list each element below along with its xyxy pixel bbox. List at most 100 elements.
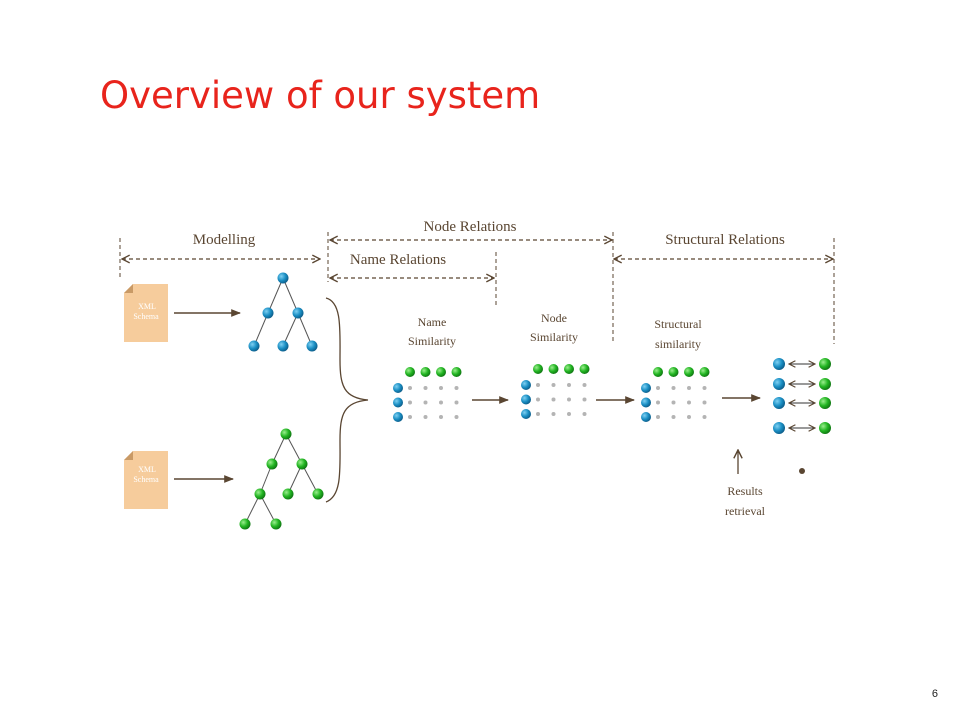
matrix-cell	[687, 386, 691, 390]
matched-pairs	[773, 358, 831, 434]
match-source-node	[773, 397, 785, 409]
matrix-cell	[439, 415, 443, 419]
matrix-column-node	[548, 364, 559, 374]
tree-2-node	[254, 488, 266, 500]
tree-1-node	[292, 307, 304, 319]
matrix-row-node	[521, 380, 531, 390]
tree-1-node	[277, 340, 289, 352]
match-target-node	[819, 397, 831, 409]
matrix-row-node	[393, 383, 403, 393]
tree-1-node	[277, 272, 289, 284]
merge-brace	[325, 297, 369, 503]
matrix-cell	[582, 412, 587, 416]
matrix-column-node	[579, 364, 590, 374]
structural-similarity-matrix	[641, 367, 710, 422]
matrix-cell	[702, 415, 707, 419]
xml-schema-document-2: XML Schema	[124, 451, 168, 509]
matrix-column-node	[451, 367, 462, 377]
modelling-label: Modelling	[193, 232, 256, 248]
page-number: 6	[931, 688, 938, 700]
matrix-cell	[408, 386, 412, 390]
tree-1-edges	[253, 277, 313, 347]
matrix-cell	[536, 412, 540, 416]
matrix-cell	[582, 383, 587, 387]
xml-schema-document-1: XML Schema	[124, 284, 168, 342]
name-similarity-matrix	[393, 367, 462, 422]
matrix-cell	[408, 400, 412, 405]
matrix-cell	[687, 400, 691, 405]
match-target-node	[819, 358, 831, 370]
match-source-node	[773, 422, 785, 434]
tree-2-node	[266, 458, 278, 470]
name-similarity-line1: Name	[418, 315, 447, 329]
doc-2-line2: Schema	[133, 475, 159, 484]
results-retrieval-line1: Results	[727, 484, 763, 498]
matrix-cell	[439, 400, 443, 405]
matrix-cell	[656, 400, 660, 405]
match-target-node	[819, 422, 831, 434]
matrix-cell	[423, 400, 428, 405]
matrix-row-node	[641, 412, 651, 422]
matrix-cell	[687, 415, 691, 419]
tree-2-node	[312, 488, 324, 500]
structural-similarity-line2: similarity	[655, 337, 701, 351]
matrix-cell	[551, 412, 556, 416]
matrix-cell	[454, 415, 459, 419]
matrix-cell	[656, 415, 660, 419]
node-similarity-line2: Similarity	[530, 330, 578, 344]
matrix-cell	[702, 400, 707, 405]
doc-2-line1: XML	[138, 465, 156, 474]
matrix-column-node	[564, 364, 574, 374]
matrix-cell	[423, 415, 428, 419]
node-relations-label: Node Relations	[424, 219, 517, 235]
matrix-cell	[551, 383, 556, 387]
node-similarity-line1: Node	[541, 311, 567, 325]
matrix-cell	[671, 386, 676, 390]
matrix-row-node	[393, 412, 403, 422]
results-retrieval-line2: retrieval	[725, 504, 766, 518]
matrix-cell	[536, 397, 540, 402]
matrix-column-node	[405, 367, 415, 377]
tree-1-node	[262, 307, 274, 319]
matrix-row-node	[641, 383, 651, 393]
matrix-cell	[423, 386, 428, 390]
schema-tree-2	[239, 428, 324, 530]
matrix-column-node	[699, 367, 710, 377]
matrix-column-node	[436, 367, 446, 377]
node-similarity-matrix	[521, 364, 590, 419]
match-target-node	[819, 378, 831, 390]
matrix-cell	[671, 415, 676, 419]
matrix-cell	[454, 400, 459, 405]
matrix-row-node	[393, 397, 403, 408]
matrix-cell	[567, 412, 571, 416]
tree-2-node	[270, 518, 282, 530]
matrix-cell	[671, 400, 676, 405]
slide-title: Overview of our system	[100, 74, 541, 117]
tree-2-edges	[244, 433, 319, 525]
structural-relations-label: Structural Relations	[665, 232, 785, 248]
structural-similarity-line1: Structural	[654, 317, 702, 331]
matrix-cell	[439, 386, 443, 390]
doc-1-line2: Schema	[133, 312, 159, 321]
schema-tree-1	[248, 272, 318, 352]
matrix-cell	[567, 383, 571, 387]
match-source-node	[773, 378, 785, 390]
matrix-cell	[582, 397, 587, 402]
tree-2-node	[296, 458, 308, 470]
name-similarity-line2: Similarity	[408, 334, 456, 348]
matrix-column-node	[533, 364, 543, 374]
match-source-node	[773, 358, 785, 370]
matrix-cell	[536, 383, 540, 387]
matrix-cell	[656, 386, 660, 390]
ellipsis-dot	[799, 468, 805, 474]
matrix-column-node	[653, 367, 663, 377]
matrix-row-node	[521, 409, 531, 419]
name-relations-label: Name Relations	[350, 252, 446, 268]
tree-1-node	[248, 340, 260, 352]
matrix-cell	[454, 386, 459, 390]
tree-2-node	[239, 518, 251, 530]
matrix-row-node	[521, 394, 531, 405]
matrix-cell	[408, 415, 412, 419]
tree-2-node	[280, 428, 292, 440]
